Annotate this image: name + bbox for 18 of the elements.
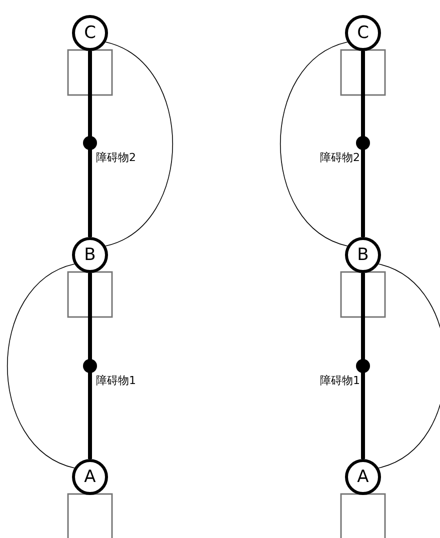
arc-line: [6, 264, 75, 468]
arc-line: [105, 42, 174, 246]
arc-line: [280, 42, 348, 246]
obstacle-label: 障碍物1: [96, 374, 136, 387]
path-line: [361, 51, 365, 237]
arc-line: [378, 264, 440, 468]
obstacle-label: 障碍物2: [320, 151, 360, 164]
obstacle-label: 障碍物1: [320, 374, 360, 387]
point-circle: A: [72, 459, 108, 495]
path-line: [88, 51, 92, 237]
point-circle: B: [72, 237, 108, 273]
point-circle: A: [345, 459, 381, 495]
point-circle: B: [345, 237, 381, 273]
obstacle-label: 障碍物2: [96, 151, 136, 164]
path-line: [88, 273, 92, 459]
point-circle: C: [345, 15, 381, 51]
path-line: [361, 273, 365, 459]
point-circle: C: [72, 15, 108, 51]
